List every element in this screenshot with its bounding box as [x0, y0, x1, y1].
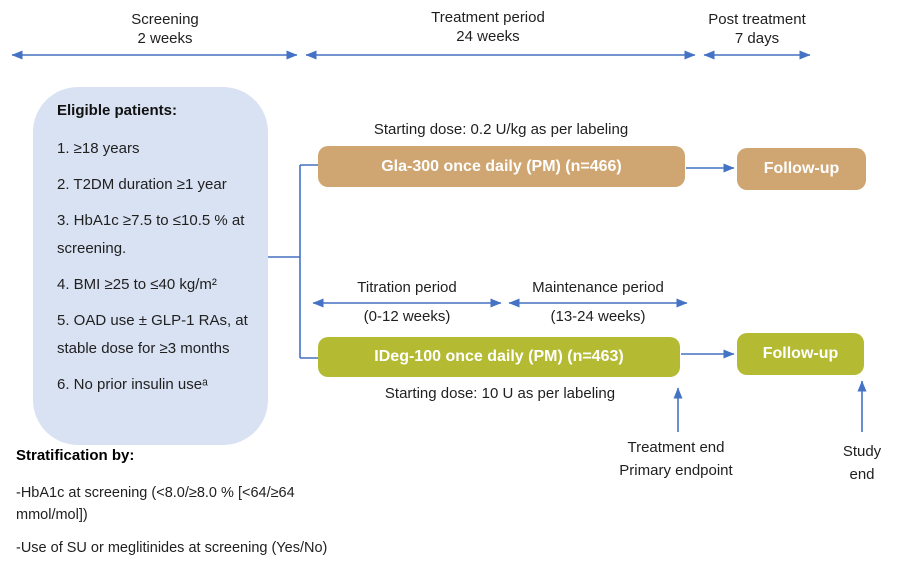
timeline-treatment-label: Treatment period 24 weeks	[431, 8, 545, 46]
maintenance-period-label: Maintenance period	[532, 279, 664, 296]
treatment-duration: 24 weeks	[456, 28, 520, 45]
post-treatment-duration: 7 days	[734, 30, 780, 47]
eligible-title: Eligible patients:	[57, 102, 178, 119]
ideg-followup-box: Follow-up	[737, 333, 864, 375]
eligible-item-age: 1. ≥18 years	[57, 140, 140, 157]
titration-period-label: Titration period	[357, 279, 457, 296]
stratification-item-su: -Use of SU or meglitinides at screening …	[16, 540, 328, 556]
eligible-item-hba1c: 3. HbA1c ≥7.5 to ≤10.5 % at screening.	[57, 212, 245, 257]
eligible-item-bmi: 4. BMI ≥25 to ≤40 kg/m²	[57, 276, 217, 293]
post-treatment-label: Post treatment	[708, 11, 806, 28]
study-end-line2: end	[849, 466, 875, 483]
screening-label: Screening	[131, 11, 199, 28]
gla-300-arm-box: Gla-300 once daily (PM) (n=466)	[318, 146, 685, 187]
treatment-end-annotation: Treatment end Primary endpoint	[619, 436, 732, 482]
gla-followup-box: Follow-up	[737, 148, 866, 190]
eligible-patients-box: Eligible patients: 1. ≥18 years 2. T2DM …	[33, 87, 268, 445]
treatment-end-line2: Primary endpoint	[619, 462, 733, 479]
timeline-post-label: Post treatment 7 days	[708, 10, 806, 48]
titration-period-range: (0-12 weeks)	[363, 308, 451, 325]
screening-duration: 2 weeks	[137, 30, 193, 47]
eligible-item-oad: 5. OAD use ± GLP-1 RAs, at stable dose f…	[57, 312, 248, 357]
study-end-line1: Study	[842, 443, 882, 460]
maintenance-period-range: (13-24 weeks)	[550, 308, 646, 325]
stratification-item-hba1c: -HbA1c at screening (<8.0/≥8.0 % [<64/≥6…	[16, 485, 295, 523]
study-end-annotation: Study end	[843, 440, 881, 486]
ideg-100-arm-box: IDeg-100 once daily (PM) (n=463)	[318, 337, 680, 377]
timeline-screening-label: Screening 2 weeks	[131, 10, 199, 48]
eligible-item-duration: 2. T2DM duration ≥1 year	[57, 176, 227, 193]
treatment-end-line1: Treatment end	[627, 439, 725, 456]
stratification-title: Stratification by:	[16, 447, 135, 464]
gla-starting-dose-label: Starting dose: 0.2 U/kg as per labeling	[373, 121, 629, 138]
eligible-item-insulin: 6. No prior insulin useᵃ	[57, 376, 208, 393]
treatment-label: Treatment period	[431, 9, 545, 26]
ideg-starting-dose-label: Starting dose: 10 U as per labeling	[384, 385, 616, 402]
